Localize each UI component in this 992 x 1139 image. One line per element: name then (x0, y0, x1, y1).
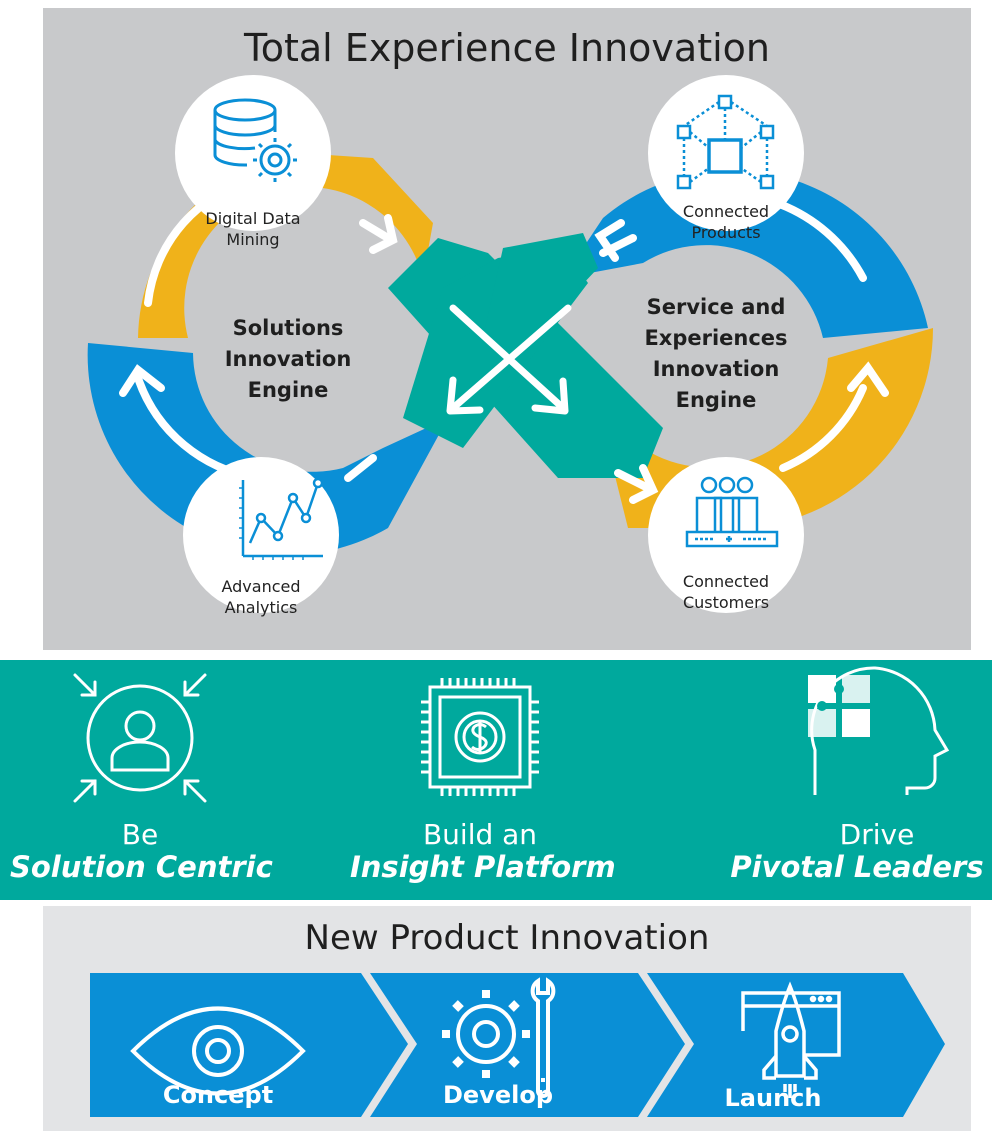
node-circle-advanced-analytics (183, 457, 339, 613)
pillar-1-bottom: Solution Centric (10, 850, 273, 884)
pillar-2-top: Build an (422, 818, 538, 851)
pillar-2-bottom: Insight Platform (350, 850, 616, 884)
total-experience-panel: Total Experience Innovation (43, 8, 971, 650)
line-chart-icon (239, 477, 324, 560)
gear-wrench-icon (442, 977, 556, 1098)
left-blue-arc (87, 343, 448, 556)
step-launch-label: Launch (724, 1084, 822, 1112)
chevron-develop (370, 973, 685, 1117)
new-product-panel: New Product Innovation (43, 906, 971, 1131)
node-label-advanced-analytics: Advanced Analytics (221, 577, 301, 617)
pillar-1-top: Be (121, 818, 159, 851)
person-focus-icon (73, 673, 207, 803)
step-concept-label: Concept (162, 1081, 274, 1109)
rocket-icon (741, 981, 841, 1098)
pillar-3-bottom: Pivotal Leaders (730, 850, 984, 884)
pillar-icons (73, 666, 950, 803)
node-circle-connected-customers (648, 457, 804, 613)
right-blue-arc (563, 170, 928, 338)
chevron-launch (647, 973, 945, 1117)
panel-title: New Product Innovation (304, 918, 710, 958)
node-label-data-mining: Digital Data Mining (205, 209, 301, 249)
connected-nodes-icon (676, 94, 775, 190)
node-circle-connected-products (648, 75, 804, 231)
solutions-engine-label: Solutions Innovation Engine (224, 316, 352, 402)
process-chevrons (90, 973, 945, 1117)
panel-title: Total Experience Innovation (243, 26, 770, 70)
node-label-connected-customers: Connected Customers (682, 572, 770, 612)
crossing-arrows (446, 304, 572, 415)
pillars-band: Be Solution Centric Build an Insight Pla… (0, 660, 992, 900)
step-develop-label: Develop (442, 1081, 553, 1109)
infinity-loop-diagram (87, 75, 934, 613)
head-puzzle-icon (808, 666, 950, 795)
customers-icon (685, 476, 779, 548)
service-engine-label: Service and Experiences Innovation Engin… (644, 295, 788, 412)
eye-icon (130, 1006, 306, 1096)
pillar-3-top: Drive (839, 818, 915, 851)
node-label-connected-products: Connected Products (682, 202, 770, 242)
dollar-chip-icon (421, 678, 539, 796)
database-gear-icon (213, 98, 297, 182)
